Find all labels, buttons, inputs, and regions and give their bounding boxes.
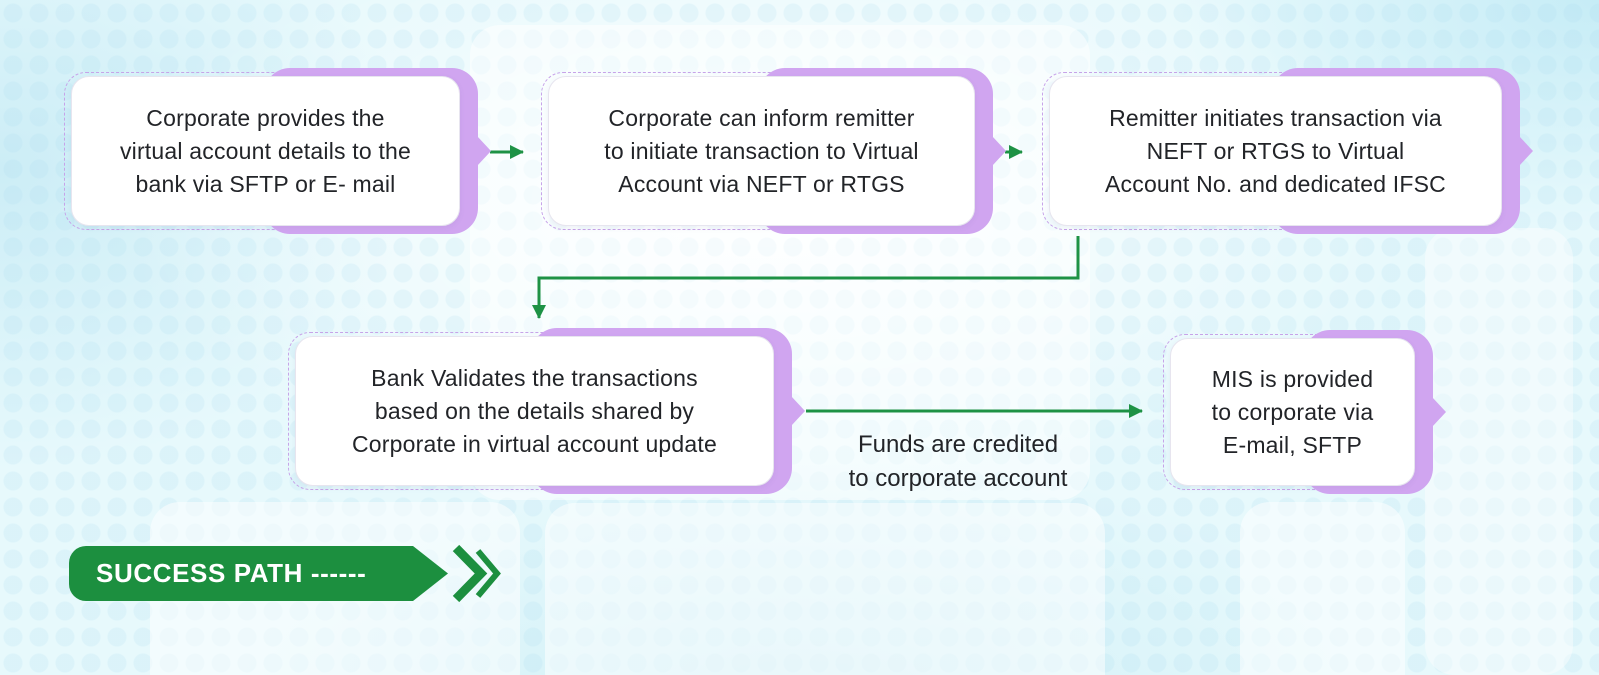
step-box-1: Corporate provides the virtual account d… [64, 68, 491, 234]
step-5-text: MIS is provided to corporate via E-mail,… [1170, 338, 1415, 486]
chevron-right-icon [475, 549, 501, 598]
pointer-tip-icon [791, 396, 805, 426]
pointer-tip-icon [1432, 397, 1446, 427]
step-box-2: Corporate can inform remitter to initiat… [541, 68, 1006, 234]
banner-label: SUCCESS PATH ------ [96, 557, 367, 588]
chevron-right-icon [452, 544, 488, 603]
banner-arrow-shape [69, 546, 448, 601]
background-shape [1425, 228, 1573, 675]
edge-label: Funds are credited to corporate account [848, 431, 1068, 492]
success-path-banner: SUCCESS PATH ------ [62, 540, 512, 610]
step-4-text: Bank Validates the transactions based on… [295, 336, 774, 486]
pointer-tip-icon [1519, 136, 1533, 166]
banner-shape-graphic [69, 544, 501, 603]
pointer-tip-icon [477, 136, 491, 166]
background-shape [1240, 502, 1405, 675]
pointer-tip-icon [992, 136, 1006, 166]
step-box-3: Remitter initiates transaction via NEFT … [1042, 68, 1533, 234]
step-box-5: MIS is provided to corporate via E-mail,… [1163, 330, 1446, 494]
step-3-text: Remitter initiates transaction via NEFT … [1049, 76, 1502, 226]
step-1-text: Corporate provides the virtual account d… [71, 76, 460, 226]
background-shape [545, 503, 1105, 675]
step-2-text: Corporate can inform remitter to initiat… [548, 76, 975, 226]
step-box-4: Bank Validates the transactions based on… [288, 328, 805, 494]
